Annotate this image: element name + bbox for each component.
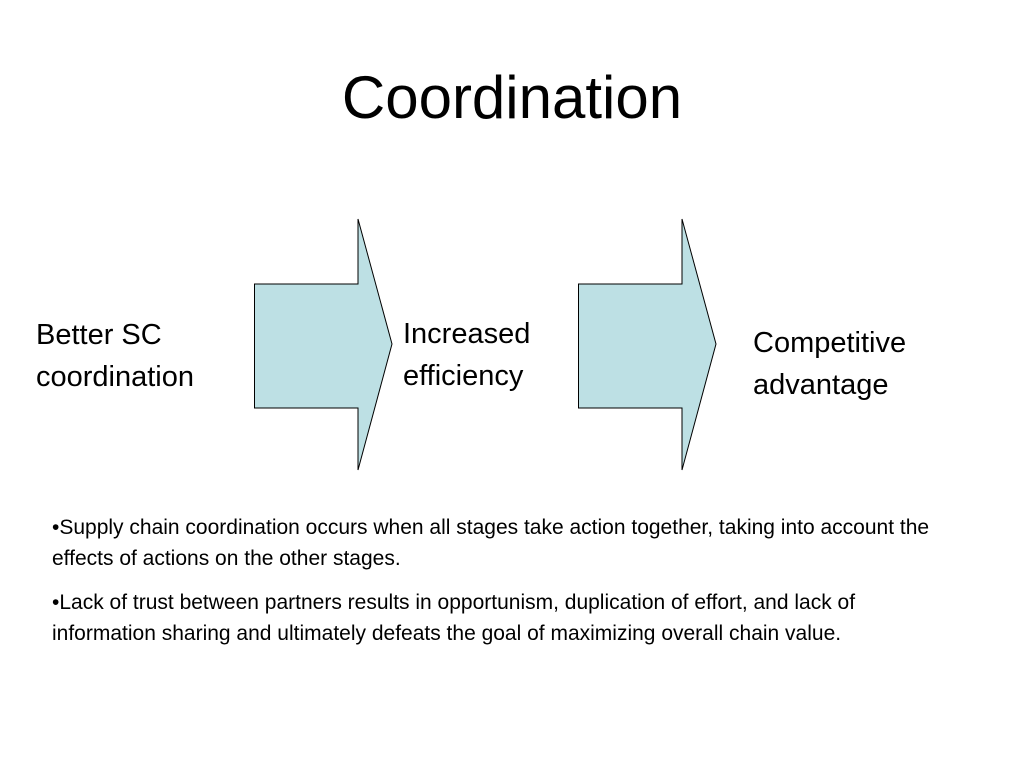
arrow-shape [578, 218, 717, 471]
bullet-note: •Supply chain coordination occurs when a… [52, 516, 930, 570]
right-arrow-icon [254, 218, 393, 471]
right-arrow-icon [578, 218, 717, 471]
slide-title: Coordination [341, 64, 683, 131]
stage-label-better-sc-coordination: Better SC coordination [36, 319, 194, 393]
stage-label-competitive-advantage: Competitive advantage [753, 327, 907, 401]
stage-label-increased-efficiency: Increased efficiency [403, 318, 531, 392]
arrow-shape [254, 218, 393, 471]
bullet-notes: •Supply chain coordination occurs when a… [52, 512, 932, 662]
bullet-note: •Lack of trust between partners results … [52, 591, 856, 645]
